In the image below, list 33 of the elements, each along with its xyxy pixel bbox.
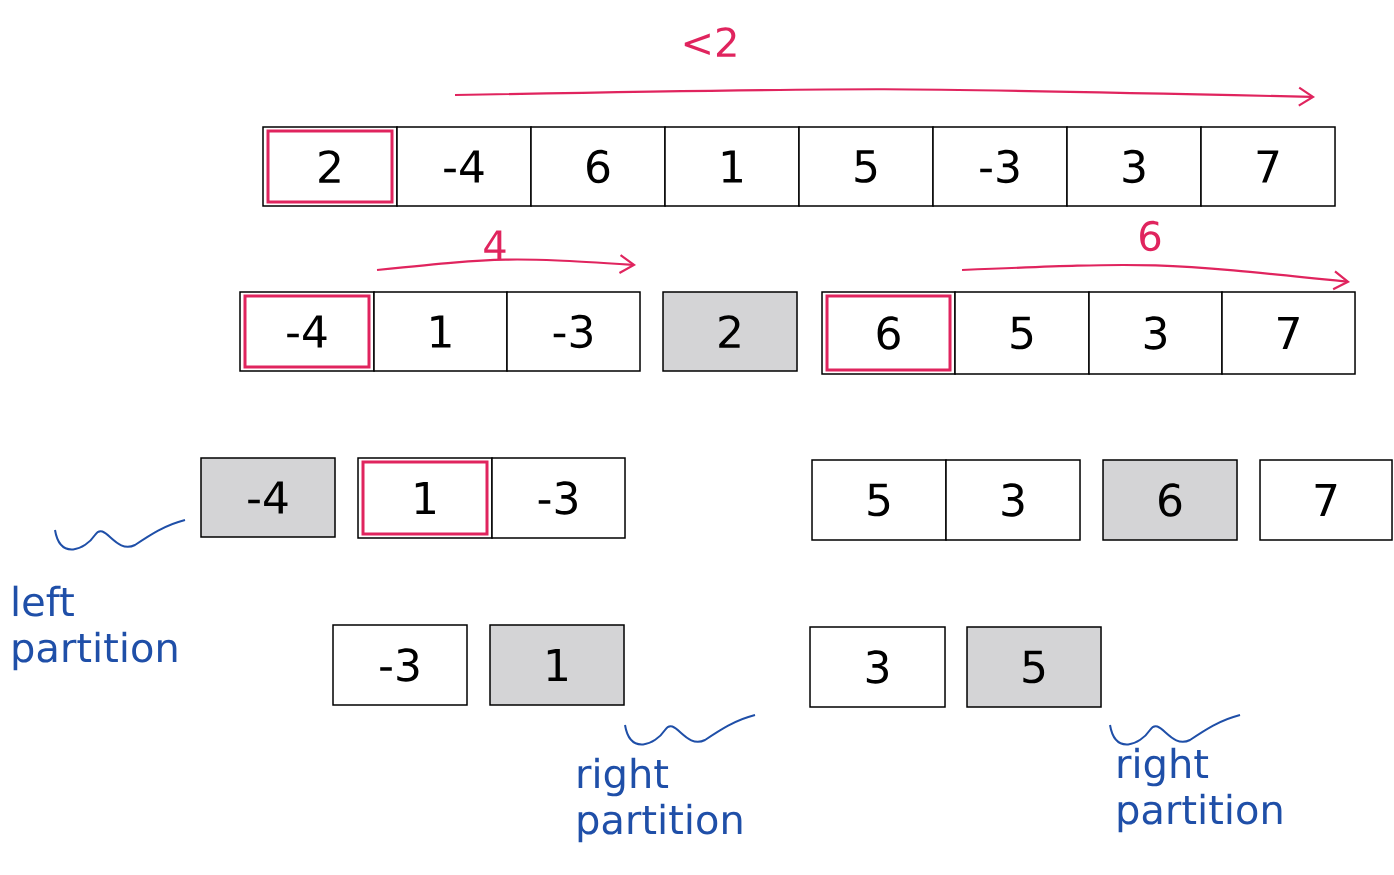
array-cell: 5 [954, 291, 1090, 375]
array-cell: 3 [809, 626, 946, 708]
array-cell: 5 [798, 126, 934, 207]
pivot-cell: -4 [239, 291, 375, 372]
handwritten-note: right partition [578, 757, 742, 843]
pivot-cell: 6 [1102, 459, 1238, 541]
array-cell: 7 [1200, 126, 1336, 207]
array-cell: 3 [1088, 291, 1223, 375]
array-cell: 3 [1066, 126, 1202, 207]
handwritten-note: right partition [1118, 747, 1282, 833]
array-cell: 6 [530, 126, 666, 207]
annotation-label: 6 [1140, 220, 1161, 252]
pivot-cell: 2 [262, 126, 398, 207]
pivot-cell: 1 [357, 457, 493, 539]
annotation-label: 4 [484, 230, 506, 260]
array-cell: -3 [506, 291, 641, 372]
array-cell: -3 [332, 624, 468, 706]
handwritten-note: left partition [13, 585, 177, 671]
annotation-label: <2 [684, 27, 736, 57]
array-cell: -4 [396, 126, 532, 207]
array-cell: 7 [1259, 459, 1393, 541]
array-cell: 3 [945, 459, 1081, 541]
pivot-cell: 1 [489, 624, 625, 706]
pivot-cell: 6 [821, 291, 956, 375]
array-cell: 1 [664, 126, 800, 207]
array-cell: 7 [1221, 291, 1356, 375]
array-cell: -3 [932, 126, 1068, 207]
pivot-cell: -4 [200, 457, 336, 538]
pivot-cell: 2 [662, 291, 798, 372]
array-cell: -3 [491, 457, 626, 539]
array-cell: 1 [373, 291, 508, 372]
pivot-cell: 5 [966, 626, 1102, 708]
array-cell: 5 [811, 459, 947, 541]
